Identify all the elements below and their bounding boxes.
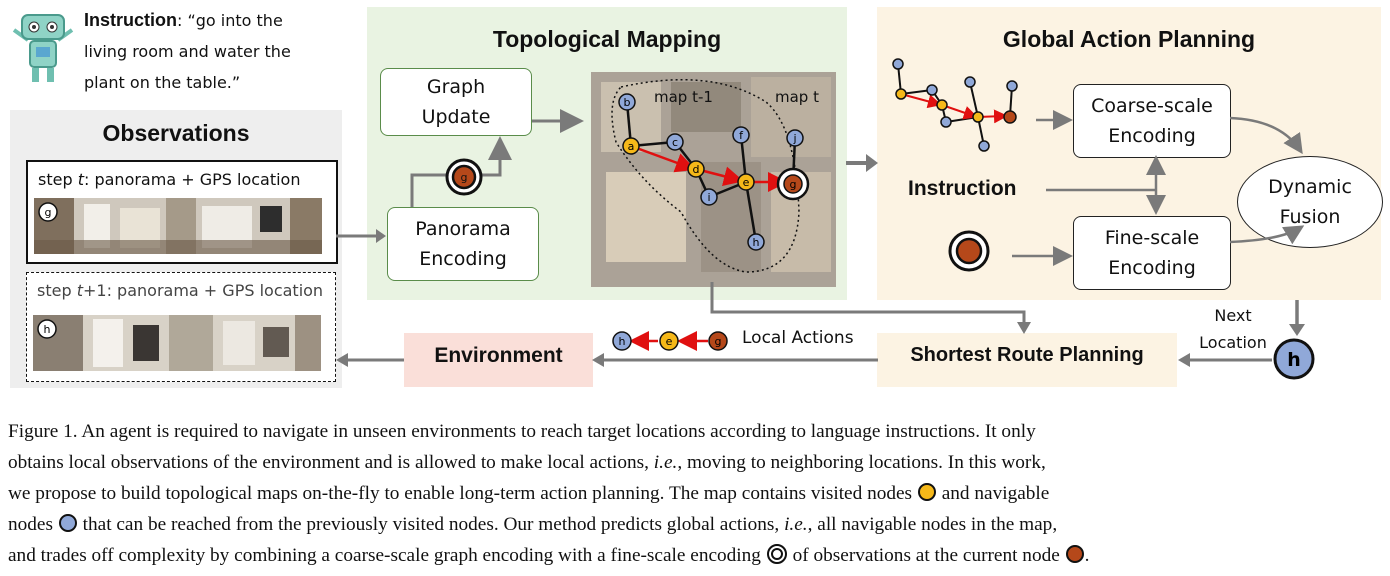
step-t1-box: step t+1: panorama + GPS location h [26, 272, 336, 382]
local-node-g: g [715, 335, 722, 348]
map-prev-label: map t-1 [654, 88, 713, 106]
caption-line5a: and trades off complexity by combining a… [8, 545, 761, 566]
current-node-icon [1065, 545, 1084, 563]
step-t-label: step t: panorama + GPS location [38, 170, 301, 189]
coarse-graph-icon [892, 58, 1018, 152]
map-node-h: h [753, 236, 760, 249]
panorama-step-t1: h [33, 315, 321, 371]
fusion-to-next-arrow [1289, 300, 1305, 336]
global-action-planning-title: Global Action Planning [1002, 26, 1256, 52]
panorama-encoding-box: Panorama Encoding [387, 207, 539, 281]
panorama-step-t: g [34, 198, 322, 254]
instruction-label-planning: Instruction [908, 177, 1017, 200]
dynamic-fusion-node: Dynamic Fusion [1237, 156, 1383, 248]
shortest-route-planning-title: Shortest Route Planning [910, 344, 1144, 366]
panorama-encoding-line1: Panorama [415, 218, 511, 240]
instruction-line1: : “go into the [177, 11, 283, 30]
caption-line3: we propose to build topological maps on-… [8, 478, 1384, 509]
caption-line5b: of observations at the current node [792, 545, 1060, 566]
environment-title: Environment [434, 344, 563, 367]
map-node-c: c [672, 136, 678, 149]
fine-scale-encoding-box: Fine-scale Encoding [1073, 216, 1231, 290]
local-actions-path: h e g [612, 331, 728, 351]
svg-text:g: g [461, 171, 468, 184]
fusion-line1: Dynamic [1268, 176, 1352, 198]
route-to-environment-arrow [592, 353, 878, 367]
figure-caption: Figure 1. An agent is required to naviga… [8, 416, 1384, 571]
next-line1: Next [1214, 306, 1252, 325]
step-t1-node-label: h [44, 323, 51, 336]
environment-to-obs-arrow [336, 353, 404, 367]
step-t-box: step t: panorama + GPS location g [26, 160, 338, 264]
navigable-node-icon [58, 514, 77, 532]
coarse-line2: Encoding [1108, 125, 1196, 147]
caption-line3b: and navigable [941, 483, 1050, 504]
panorama-encoding-line2: Encoding [419, 248, 507, 270]
caption-line3a: we propose to build topological maps on-… [8, 483, 913, 504]
map-node-b: b [624, 96, 631, 109]
observations-title: Observations [102, 120, 250, 146]
robot-icon [12, 14, 74, 82]
instruction-line2: living room and water the [84, 42, 291, 61]
instruction-line3: plant on the table.” [84, 73, 241, 92]
planning-connectors [1012, 110, 1305, 266]
next-location-node-label: h [1287, 349, 1301, 371]
local-actions-label: Local Actions [742, 328, 854, 348]
map-node-f: f [739, 129, 744, 142]
graph-update-line1: Graph [426, 76, 486, 98]
coarse-scale-encoding-box: Coarse-scale Encoding [1073, 84, 1231, 158]
topo-connectors [410, 109, 584, 207]
fine-line1: Fine-scale [1104, 227, 1200, 249]
topological-map: map t-1 map t b a c d f i e h j g [591, 72, 836, 287]
fusion-line2: Fusion [1279, 206, 1341, 228]
caption-line1: Figure 1. An agent is required to naviga… [8, 421, 1036, 442]
next-location-node: h [1273, 338, 1315, 380]
local-node-e: e [666, 335, 673, 348]
environment-panel [404, 333, 593, 387]
visited-node-icon [917, 483, 936, 501]
local-node-h: h [619, 335, 626, 348]
graph-update-line2: Update [421, 106, 491, 128]
caption-line5: and trades off complexity by combining a… [8, 544, 1090, 566]
map-node-i: i [707, 191, 710, 204]
step-t-node-label: g [45, 206, 52, 219]
map-node-j: j [792, 132, 796, 145]
next-location-label: Next Location [1192, 302, 1274, 356]
step-t1-label: step t+1: panorama + GPS location [37, 281, 324, 300]
map-curr-label: map t [775, 88, 819, 106]
map-to-route-arrow [710, 282, 1031, 334]
next-line2: Location [1199, 333, 1267, 352]
map-node-g: g [790, 178, 797, 191]
fine-scale-encoding-legend-icon [766, 544, 787, 564]
obs-to-encoding-arrow [336, 229, 386, 243]
caption-line4a: nodes [8, 514, 53, 535]
fine-scale-observation-icon [948, 230, 990, 272]
shortest-route-planning-panel [877, 333, 1177, 387]
fine-scale-encoding-icon: g [445, 158, 483, 196]
map-node-d: d [693, 163, 700, 176]
instruction-label: Instruction [84, 10, 177, 30]
caption-line4b: that can be reached from the previously … [82, 514, 1058, 535]
map-node-a: a [628, 140, 635, 153]
topological-mapping-title: Topological Mapping [492, 26, 722, 52]
instruction-text: Instruction: “go into the living room an… [84, 5, 291, 98]
map-node-e: e [743, 176, 750, 189]
caption-line2: obtains local observations of the enviro… [8, 452, 1046, 473]
coarse-line1: Coarse-scale [1091, 95, 1213, 117]
topo-to-planning-arrow [846, 154, 878, 172]
next-to-route-arrow [1178, 353, 1272, 367]
graph-update-box: Graph Update [380, 68, 532, 136]
fine-line2: Encoding [1108, 257, 1196, 279]
caption-line4: nodes that can be reached from the previ… [8, 509, 1384, 540]
